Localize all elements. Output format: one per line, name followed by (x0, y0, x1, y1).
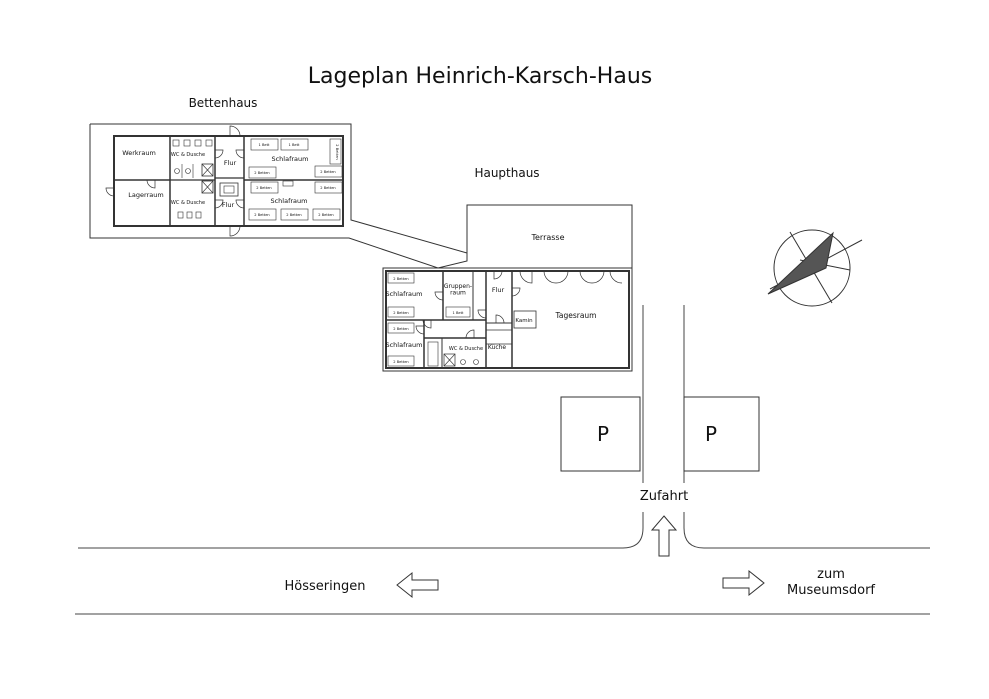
bettenhaus-room-labels: Werkraum Lagerraum WC & Dusche WC & Dusc… (122, 143, 339, 217)
parking-left: P (560, 396, 641, 472)
bed-label: 2 Betten (254, 171, 269, 175)
bed-label: 2 Betten (393, 311, 408, 315)
bed-label: 2 Betten (320, 170, 335, 174)
arrow-up-icon (650, 515, 678, 557)
bettenhaus-label: Bettenhaus (189, 96, 258, 110)
bed-label: 2 Betten (286, 213, 301, 217)
arrow-right-icon (722, 569, 765, 597)
haupthaus-room-labels: Terrasse Schlafraum Gruppen-raum Flur Ta… (385, 233, 596, 364)
room-gruppenraum: Gruppen-raum (444, 283, 472, 297)
bed-label: 2 Betten (318, 213, 333, 217)
haupthaus-floorplan (382, 204, 633, 372)
room-lagerraum: Lagerraum (128, 191, 163, 199)
map-title: Lageplan Heinrich-Karsch-Haus (308, 64, 652, 89)
room-tagesraum: Tagesraum (555, 311, 597, 320)
room-werkraum: Werkraum (122, 149, 156, 157)
hoesseringen-label: Hösseringen (285, 579, 366, 594)
bed-label: 2 Betten (254, 213, 269, 217)
bed-label: 2 Betten (393, 327, 408, 331)
room-wc-top: WC & Dusche (171, 152, 205, 158)
room-flur-top: Flur (224, 159, 237, 167)
bed-label: 1 Bett (259, 143, 271, 147)
parking-right: P (683, 396, 760, 472)
bed-label: 1 Bett (453, 311, 465, 315)
arrow-left-icon (396, 571, 439, 599)
room-wc: WC & Dusche (449, 346, 483, 352)
room-schlafraum-bottom: Schlafraum (270, 197, 307, 205)
bed-label: 2 Betten (335, 144, 339, 159)
room-flur: Flur (492, 286, 505, 294)
roads (75, 305, 930, 615)
room-flur-bottom: Flur (222, 201, 235, 209)
bed-label: 1 Bett (289, 143, 301, 147)
haupthaus-label: Haupthaus (474, 166, 539, 180)
bettenhaus-floorplan (89, 123, 468, 269)
room-wc-bottom: WC & Dusche (171, 200, 205, 206)
room-schlafraum-bottom: Schlafraum (385, 341, 422, 349)
bed-label: 2 Betten (393, 360, 408, 364)
room-kueche: Küche (488, 344, 507, 351)
room-terrasse: Terrasse (530, 233, 564, 242)
parking-left-label: P (597, 422, 609, 446)
room-kamin: Kamin (515, 318, 533, 324)
bed-label: 2 Betten (256, 186, 271, 190)
museumsdorf-label-line2: Museumsdorf (787, 583, 875, 598)
room-schlafraum-top: Schlafraum (385, 290, 422, 298)
zufahrt-label: Zufahrt (640, 489, 688, 504)
parking-right-label: P (705, 422, 717, 446)
bed-label: 2 Betten (320, 186, 335, 190)
museumsdorf-label-line1: zum (817, 567, 845, 582)
compass-rose-icon (767, 229, 863, 307)
room-schlafraum-top: Schlafraum (271, 155, 308, 163)
bed-label: 2 Betten (393, 277, 408, 281)
